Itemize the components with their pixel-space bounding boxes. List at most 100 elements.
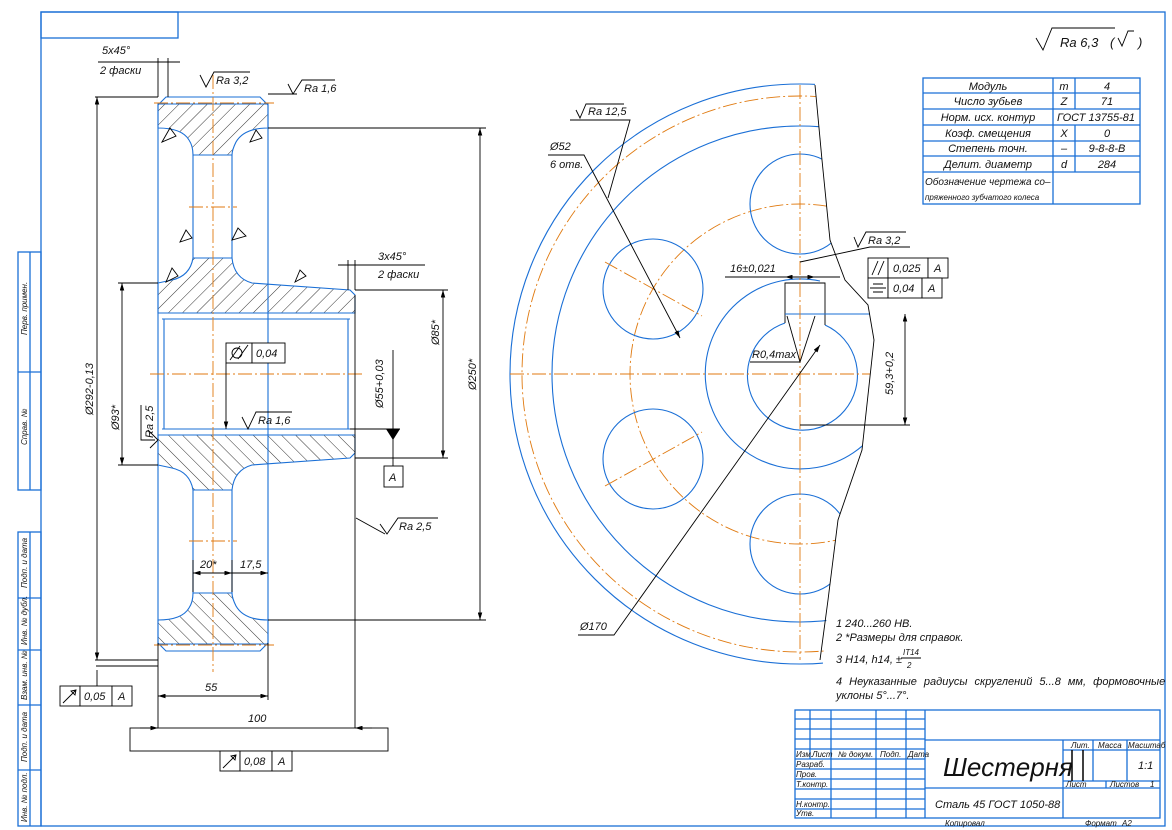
param-symbol: m — [1059, 81, 1068, 93]
tb-header: № докум. — [838, 750, 873, 759]
note-item: уклоны 5°...7°. — [835, 690, 909, 702]
tb-role: Разраб. — [796, 760, 825, 769]
dia-bore-label: Ø55+0,03 — [374, 358, 386, 409]
chamfer-hub-label: 3x45° — [378, 251, 407, 263]
runout-face-datum: A — [277, 756, 285, 768]
roughness-symbol-icon — [570, 103, 631, 199]
tb-scale-label: Масштаб — [1128, 741, 1166, 750]
parallelism-icon — [871, 260, 885, 276]
bore-circle — [746, 322, 858, 431]
tb-role: Т.контр. — [796, 780, 828, 789]
param-value: 4 — [1104, 81, 1110, 93]
dim-rim-width-label: 55 — [205, 682, 218, 694]
roughness-symbol-icon — [1035, 27, 1115, 52]
note-item: 1 240...260 HB. — [836, 618, 912, 630]
dia-rim-label: Ø250* — [467, 358, 479, 391]
ra-hub-face-label: Ra 2,5 — [144, 405, 156, 438]
param-symbol: Z — [1060, 96, 1069, 108]
datum-box — [383, 465, 404, 488]
section-geometry-top — [157, 96, 356, 314]
runout-rim-value: 0,05 — [84, 691, 106, 703]
note-fraction-den: 2 — [906, 661, 912, 670]
param-value: 9-8-8-B — [1089, 143, 1126, 155]
tb-mass-label: Масса — [1098, 741, 1122, 750]
symmetry-value: 0,04 — [893, 283, 914, 295]
tb-copied-label: Копировал — [945, 819, 985, 828]
note-item: 3 H14, h14, ± — [836, 654, 902, 666]
section-view: 5x45° 2 фаски Ra 3,2 Ra 1,6 Ø292-0,13 Ø9… — [59, 45, 486, 772]
general-roughness-value: Ra 6,3 — [1060, 35, 1099, 50]
drawing-title: Шестерня — [943, 752, 1073, 782]
front-view: Ra 12,5 Ø52 6 отв. 16±0,021 Ra 3,2 0,025… — [509, 83, 949, 665]
side-stamp-label: Справ. № — [20, 408, 29, 445]
param-value: 0 — [1104, 128, 1111, 140]
chamfer-top-label: 5x45° — [102, 45, 131, 57]
param-symbol: – — [1060, 143, 1068, 155]
param-name: Делит. диаметр — [942, 159, 1032, 171]
general-roughness-paren: ( — [1110, 35, 1116, 50]
note-item: 4 Неуказанные радиусы скруглений 5...8 м… — [836, 676, 1165, 688]
param-name: Число зубьев — [954, 96, 1023, 108]
tb-format-label: Формат — [1085, 819, 1117, 828]
keyway-depth-label: 59,3+0,2 — [884, 352, 896, 395]
side-stamp-label: Подп. и дата — [20, 537, 29, 588]
fillet-marks — [160, 127, 307, 284]
tb-role: Пров. — [796, 770, 817, 779]
dia-hub-left-label: Ø93* — [110, 404, 122, 431]
general-roughness-paren: ) — [1136, 35, 1142, 50]
tb-header: Подп. — [880, 750, 901, 759]
dim-web-offset-label: 17,5 — [240, 559, 262, 571]
roughness-symbol-icon — [799, 231, 910, 263]
ra-side-label: Ra 1,6 — [304, 83, 337, 95]
mating-gear-label: пряженного зубчатого колеса — [925, 193, 1040, 202]
title-block: Изм. Лист № докум. Подп. Дата Разраб. Пр… — [794, 709, 1166, 828]
drawing-material: Сталь 45 ГОСТ 1050-88 — [935, 799, 1061, 811]
fillet-radius-label: R0,4max — [752, 349, 797, 361]
roundness-value: 0,04 — [256, 348, 277, 360]
technical-notes: 1 240...260 HB. 2 *Размеры для справок. … — [835, 618, 1165, 702]
ra-holes-label: Ra 12,5 — [588, 106, 627, 118]
datum-triangle-icon — [386, 429, 400, 440]
runout-face-value: 0,08 — [244, 756, 266, 768]
ra-tip-label: Ra 3,2 — [216, 75, 248, 87]
tb-format-value: А2 — [1121, 819, 1132, 828]
hole-count-label: 6 отв. — [550, 159, 583, 171]
roughness-symbol-icon — [241, 411, 292, 431]
note-fraction-num: IT14 — [903, 648, 920, 657]
side-stamp-label: Инв. № подл. — [20, 772, 29, 822]
tb-scale-value: 1:1 — [1138, 760, 1153, 772]
mating-gear-label: Обозначение чертежа со– — [925, 176, 1051, 188]
section-geometry-bottom — [157, 434, 356, 652]
tb-lit-label: Лит. — [1070, 741, 1090, 750]
roughness-symbol-icon — [268, 79, 335, 95]
dimension-box — [129, 727, 389, 752]
symmetry-icon — [870, 283, 886, 293]
parallelism-datum: A — [933, 263, 941, 275]
lightening-hole — [602, 238, 704, 340]
param-value: 71 — [1101, 96, 1113, 108]
side-stamp-label: Подп. и дата — [20, 711, 29, 762]
side-stamp-label: Инв. № дубл. — [20, 596, 29, 645]
hole-dia-label: Ø52 — [549, 141, 571, 153]
hub-section-hatch — [157, 257, 356, 314]
param-value: 284 — [1097, 159, 1116, 171]
datum-label: A — [388, 472, 396, 484]
tb-sheets-label: Листов — [1109, 780, 1139, 789]
tb-header: Лист — [811, 750, 833, 759]
ra-keyway-label: Ra 3,2 — [868, 235, 900, 247]
param-name: Степень точн. — [948, 143, 1028, 155]
dia-tip-label: Ø292-0,13 — [84, 362, 96, 416]
side-stamp-label: Взам. инв. № — [20, 650, 29, 700]
param-name: Коэф. смещения — [945, 128, 1031, 140]
roughness-symbol-icon — [199, 71, 250, 88]
symmetry-datum: A — [927, 283, 935, 295]
roughness-symbol-icon — [355, 517, 438, 535]
tb-role: Утв. — [795, 809, 814, 818]
tb-role: Н.контр. — [796, 800, 830, 809]
param-value: ГОСТ 13755-81 — [1057, 112, 1135, 124]
dim-total-width-label: 100 — [248, 713, 267, 725]
param-name: Норм. исх. контур — [941, 112, 1036, 124]
ra-bore-label: Ra 1,6 — [258, 415, 291, 427]
chamfer-hub-note: 2 фаски — [377, 269, 419, 281]
